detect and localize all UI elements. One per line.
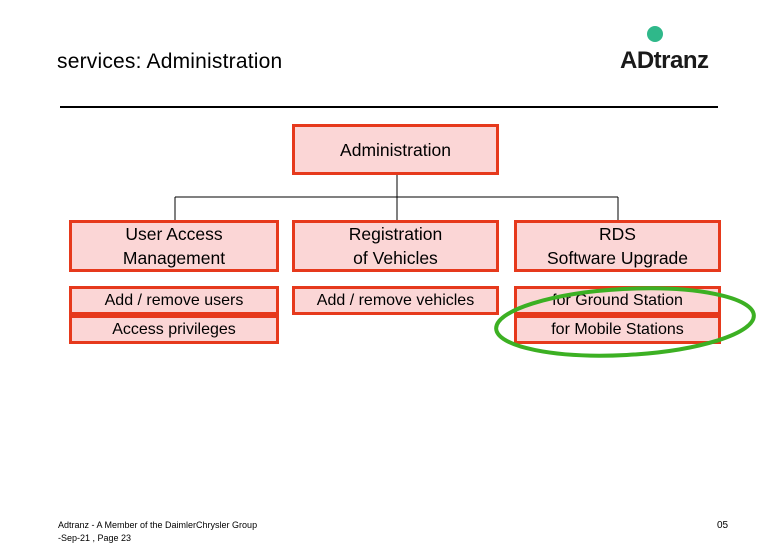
logo-dot-icon xyxy=(647,26,663,42)
column-header-line: RDS xyxy=(599,224,636,244)
item-label: Add / remove users xyxy=(104,291,244,309)
column-header-user-access: User Access Management xyxy=(69,220,279,272)
item-label: for Mobile Stations xyxy=(551,320,684,338)
footer-company: Adtranz - A Member of the DaimlerChrysle… xyxy=(58,520,258,530)
item-label: Access privileges xyxy=(112,320,236,338)
column-header-line: Management xyxy=(122,248,226,268)
item-box: Add / remove users xyxy=(69,286,279,315)
column-header-registration: Registration of Vehicles xyxy=(292,220,499,272)
item-label: Add / remove vehicles xyxy=(316,291,475,309)
column-header-rds: RDS Software Upgrade xyxy=(514,220,721,272)
item-box: Access privileges xyxy=(69,315,279,344)
logo-text: ADtranz xyxy=(620,47,709,74)
adtranz-logo: ADtranz xyxy=(620,24,730,74)
title-rule xyxy=(60,106,718,108)
item-label: for Ground Station xyxy=(552,291,683,309)
slide-title: services: Administration xyxy=(57,50,283,73)
column-header-line: Registration xyxy=(348,224,443,244)
column-header-line: of Vehicles xyxy=(353,248,438,268)
item-box: Add / remove vehicles xyxy=(292,286,499,315)
root-box: Administration xyxy=(292,124,499,175)
item-box: for Ground Station xyxy=(514,286,721,315)
column-header-line: User Access xyxy=(125,224,223,244)
column-header-line: Software Upgrade xyxy=(546,248,689,268)
root-label: Administration xyxy=(340,139,451,160)
page-number: 05 xyxy=(717,520,729,531)
footer-date-page: -Sep-21 , Page 23 xyxy=(58,533,132,543)
item-box: for Mobile Stations xyxy=(514,315,721,344)
